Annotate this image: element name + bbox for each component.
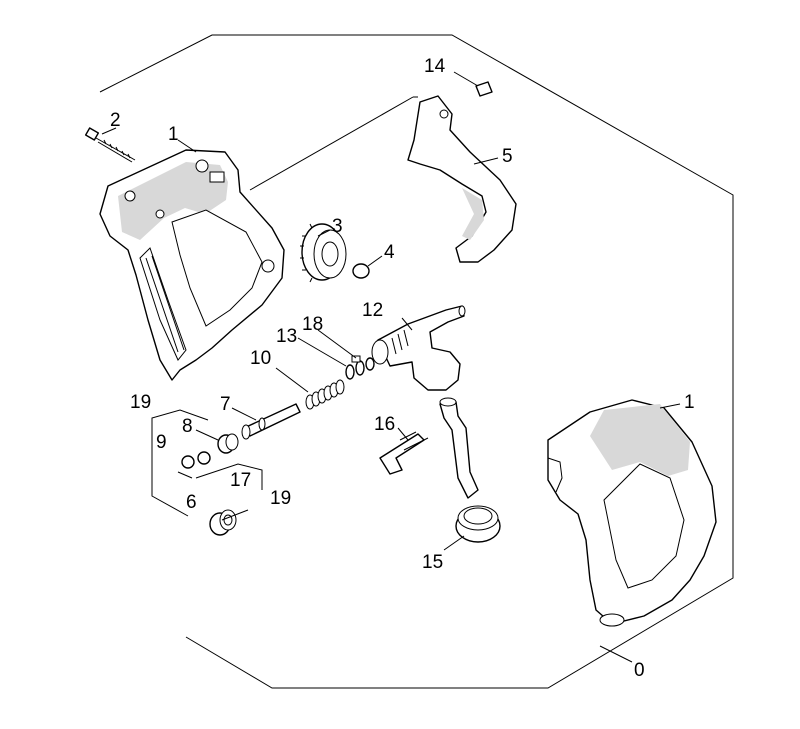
callout-15: 15	[422, 552, 443, 573]
callout-0: 0	[634, 660, 645, 681]
handle-half-left	[99, 149, 285, 381]
callout-10: 10	[250, 348, 271, 369]
toothed-nut	[300, 223, 347, 283]
inner-frame-line	[249, 96, 414, 191]
o-ring-9	[181, 455, 195, 469]
callout-17: 17	[230, 470, 251, 491]
callout-4: 4	[384, 242, 395, 263]
callout-14: 14	[424, 56, 446, 77]
clip-16	[379, 431, 429, 475]
spring	[305, 379, 345, 410]
threaded-nut	[209, 509, 237, 536]
callout-19-upper: 19	[130, 392, 151, 413]
assembly-frame	[99, 34, 734, 689]
valve-body	[371, 305, 466, 391]
callout-5: 5	[502, 146, 513, 167]
callout-2: 2	[110, 110, 121, 131]
callout-16: 16	[374, 414, 395, 435]
callout-3: 3	[332, 216, 343, 237]
callout-6: 6	[186, 492, 197, 513]
o-ring-4	[352, 263, 370, 279]
callout-1-left: 1	[168, 124, 179, 145]
screw	[84, 127, 136, 163]
leader-lines	[101, 71, 681, 663]
trigger-lever	[407, 95, 517, 263]
callout-13: 13	[276, 326, 297, 347]
callout-7: 7	[220, 394, 231, 415]
callout-19-lower: 19	[270, 488, 291, 509]
cap-ring	[455, 505, 501, 543]
callout-18: 18	[302, 314, 323, 335]
callout-9: 9	[156, 432, 167, 453]
callout-12: 12	[362, 300, 383, 321]
valve-stem	[241, 403, 301, 440]
callout-1-right: 1	[684, 392, 695, 413]
callout-labels: 0 1 1 2 3 4 5 6 7 8 9 10 12 13 14 15 16 …	[110, 56, 695, 681]
o-ring-17	[197, 451, 211, 465]
nozzle-insert	[439, 397, 479, 499]
bushing-8	[217, 433, 239, 454]
handle-half-right	[547, 399, 717, 627]
seal-rings	[345, 355, 375, 380]
pin-14	[475, 81, 493, 97]
callout-8: 8	[182, 416, 193, 437]
